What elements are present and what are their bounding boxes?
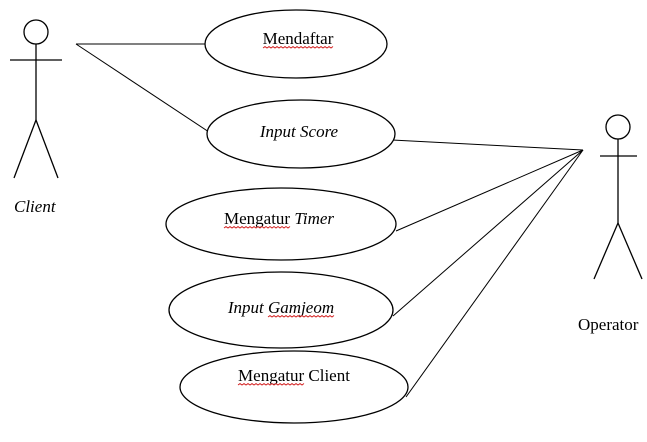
mendaftar-spellcheck-squiggle: [262, 45, 334, 49]
operator-mengatur-timer-line: [395, 149, 584, 232]
mengatur-client-spellcheck-squiggle: [237, 382, 305, 386]
client-actor-head: [23, 19, 49, 45]
use-case-mendaftar-label: Mendaftar: [263, 29, 334, 48]
use-case-input-gamjeom: [168, 271, 394, 349]
operator-actor-left-leg: [593, 222, 619, 280]
operator-mengatur-client-line: [405, 149, 584, 398]
client-actor-label: Client: [14, 197, 57, 216]
use-case-input-gamjeom-label: Input Gamjeom: [227, 298, 334, 317]
use-case-mengatur-client-label: Mengatur Client: [238, 366, 350, 385]
operator-input-score-line: [391, 139, 584, 151]
use-case-input-score-label: Input Score: [259, 122, 339, 141]
use-case-input-score: [206, 99, 396, 169]
client-input-score-line: [75, 43, 213, 135]
use-case-mengatur-timer: [165, 187, 397, 261]
client-actor-right-leg: [35, 119, 59, 179]
mengatur-timer-spellcheck-squiggle: [223, 225, 291, 229]
operator-actor: [593, 114, 643, 280]
gamjeom-spellcheck-squiggle: [267, 314, 335, 318]
client-actor: [10, 19, 62, 179]
operator-actor-right-leg: [617, 222, 643, 280]
use-case-mengatur-timer-label-italic: Timer: [294, 209, 334, 228]
operator-actor-head: [605, 114, 631, 140]
operator-actor-label: Operator: [578, 315, 639, 334]
use-case-mendaftar: [204, 9, 388, 79]
use-case-mengatur-timer-label-prefix: Mengatur: [224, 209, 294, 228]
client-actor-left-leg: [13, 119, 37, 179]
use-case-mengatur-client: [179, 350, 409, 424]
operator-input-gamjeom-line: [392, 149, 584, 317]
use-case-mengatur-timer-label: Mengatur Timer: [224, 209, 334, 228]
